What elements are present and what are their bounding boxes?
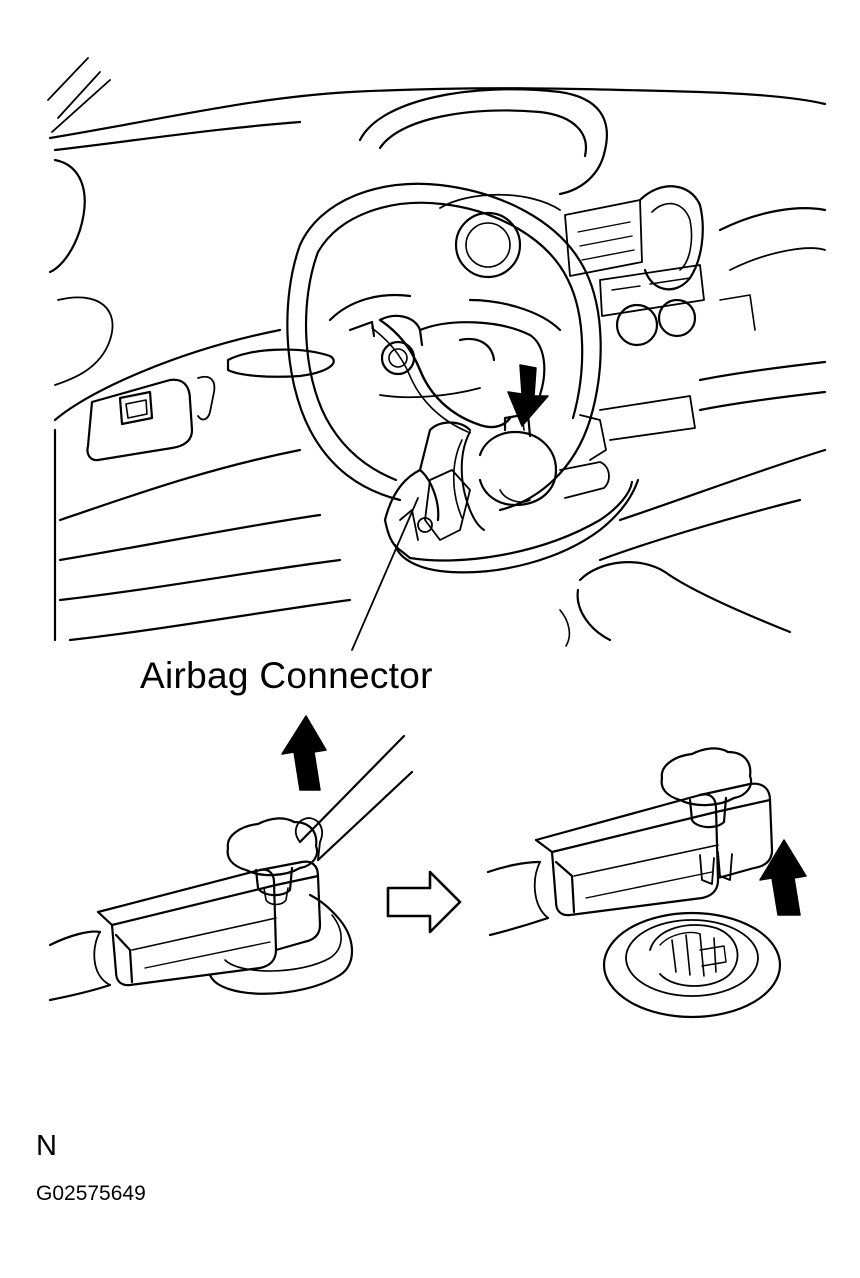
next-step-arrow-icon (386, 870, 462, 934)
connector-detail-before (48, 734, 414, 1002)
steering-wheel (286, 182, 602, 512)
dashboard-drawing (47, 57, 827, 647)
pull-up-arrow-icon (281, 715, 327, 791)
figure-code: G02575649 (36, 1182, 146, 1205)
airbag-module (351, 318, 640, 651)
airbag-connector-label: Airbag Connector (140, 655, 433, 696)
push-arrow-icon (507, 364, 549, 427)
code-letter: N (36, 1130, 57, 1162)
connector-detail-after (486, 747, 782, 1019)
pull-up-arrow-icon (759, 839, 807, 916)
